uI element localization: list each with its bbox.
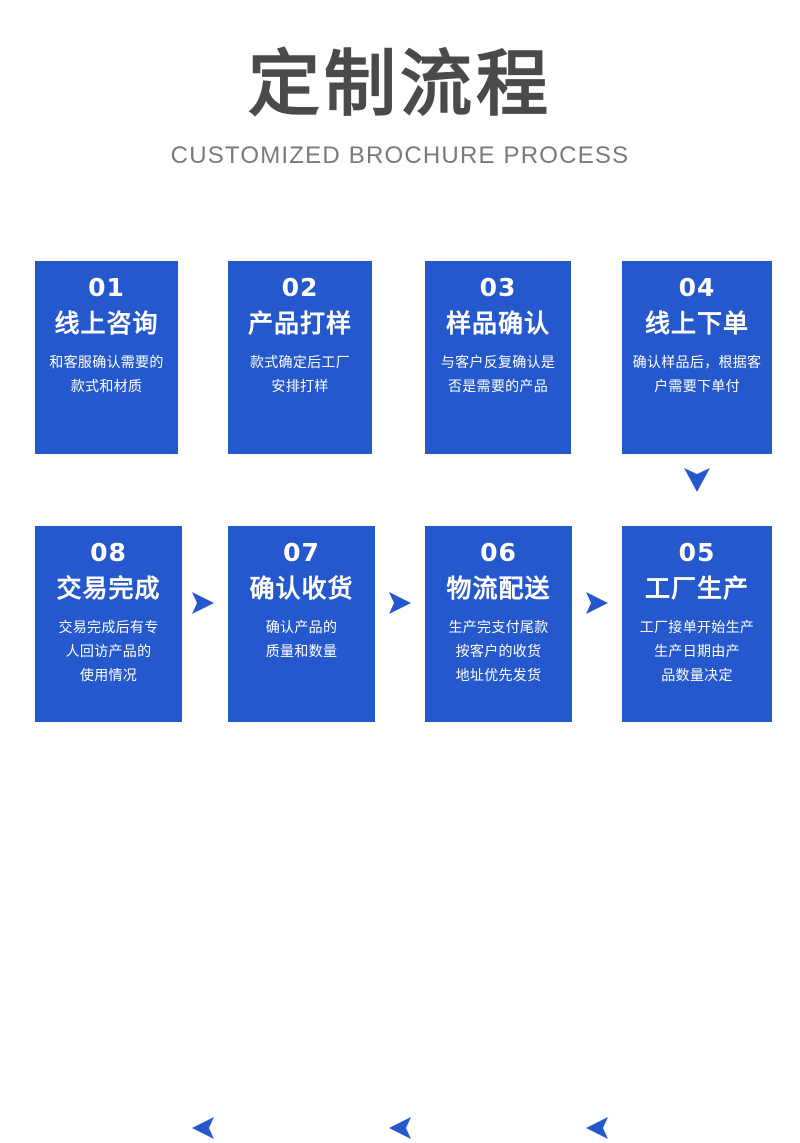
step-number: 05 — [678, 538, 716, 567]
step-description-line: 按客户的收货 — [455, 644, 542, 661]
arrow-right-icon — [582, 588, 612, 618]
step-description-line: 与客户反复确认是 — [440, 355, 556, 371]
step-description-line: 确认产品的 — [265, 620, 338, 636]
step-description: 确认样品后，根据客 户需要下单付 — [630, 339, 764, 399]
step-card-06[interactable]: 06 物流配送 生产完支付尾款 按客户的收货 地址优先发货 — [425, 526, 572, 722]
page-header: 定制流程 CUSTOMIZED BROCHURE PROCESS — [0, 0, 800, 168]
step-number: 03 — [479, 273, 517, 302]
step-heading: 交易完成 — [56, 574, 161, 604]
step-number: 07 — [283, 538, 320, 567]
step-heading: 物流配送 — [446, 574, 551, 604]
step-description-line: 工厂接单开始生产 — [639, 620, 755, 636]
step-description-line: 使用情况 — [79, 668, 138, 685]
page-title: 定制流程 — [247, 42, 552, 126]
step-description-line: 否是需要的产品 — [447, 379, 549, 396]
step-description-line: 人回访产品的 — [65, 644, 152, 661]
step-description-line: 生产日期由产 — [654, 644, 740, 661]
step-number: 02 — [281, 273, 319, 302]
step-card-08[interactable]: 08 交易完成 交易完成后有专 人回访产品的 使用情况 — [35, 526, 182, 722]
step-description-line: 交易完成后有专 — [58, 620, 159, 636]
step-heading: 线上下单 — [644, 309, 749, 339]
step-description-line: 生产完支付尾款 — [448, 620, 549, 636]
step-card-05[interactable]: 05 工厂生产 工厂接单开始生产 生产日期由产 品数量决定 — [622, 526, 772, 722]
step-description: 交易完成后有专 人回访产品的 使用情况 — [43, 604, 174, 688]
step-card-02[interactable]: 02 产品打样 款式确定后工厂 安排打样 — [228, 261, 372, 454]
step-description-line: 品数量决定 — [661, 668, 733, 685]
flow-row-top: 01 线上咨询 和客服确认需要的 款式和材质 02 产品打样 款式确定后工厂 安… — [0, 261, 800, 614]
step-card-03[interactable]: 03 样品确认 与客户反复确认是 否是需要的产品 — [425, 261, 571, 454]
step-heading: 线上咨询 — [54, 309, 159, 339]
step-description-line: 安排打样 — [271, 379, 329, 396]
step-description-line: 地址优先发货 — [455, 668, 542, 685]
arrow-left-icon — [188, 1113, 218, 1143]
step-number: 01 — [88, 273, 125, 302]
page-subtitle: CUSTOMIZED BROCHURE PROCESS — [170, 142, 630, 169]
step-description-line: 款式和材质 — [70, 379, 143, 396]
step-card-04[interactable]: 04 线上下单 确认样品后，根据客 户需要下单付 — [622, 261, 772, 454]
step-description-line: 确认样品后，根据客 — [632, 355, 762, 371]
step-description-line: 款式确定后工厂 — [249, 355, 351, 371]
step-description-line: 户需要下单付 — [654, 379, 740, 396]
flow-row-bottom: 08 交易完成 交易完成后有专 人回访产品的 使用情况 07 确认收货 确认产品… — [0, 526, 800, 1139]
step-heading: 确认收货 — [249, 574, 354, 604]
step-card-07[interactable]: 07 确认收货 确认产品的 质量和数量 — [228, 526, 375, 722]
step-description: 和客服确认需要的 款式和材质 — [43, 339, 170, 399]
step-number: 04 — [678, 273, 716, 302]
step-description: 与客户反复确认是 否是需要的产品 — [433, 339, 563, 399]
step-description: 款式确定后工厂 安排打样 — [236, 339, 364, 399]
arrow-right-icon — [385, 588, 415, 618]
step-card-01[interactable]: 01 线上咨询 和客服确认需要的 款式和材质 — [35, 261, 178, 454]
step-heading: 样品确认 — [445, 309, 550, 339]
arrow-left-icon — [385, 1113, 415, 1143]
step-description: 工厂接单开始生产 生产日期由产 品数量决定 — [630, 604, 764, 688]
arrow-left-icon — [582, 1113, 612, 1143]
step-number: 06 — [480, 538, 517, 567]
step-description-line: 质量和数量 — [265, 644, 338, 661]
step-number: 08 — [90, 538, 127, 567]
arrow-right-icon — [188, 588, 218, 618]
step-description: 生产完支付尾款 按客户的收货 地址优先发货 — [433, 604, 564, 688]
step-heading: 工厂生产 — [644, 574, 749, 604]
step-heading: 产品打样 — [247, 309, 352, 339]
step-description-line: 和客服确认需要的 — [49, 355, 164, 371]
step-description: 确认产品的 质量和数量 — [236, 604, 367, 664]
arrow-down-icon — [681, 465, 713, 495]
